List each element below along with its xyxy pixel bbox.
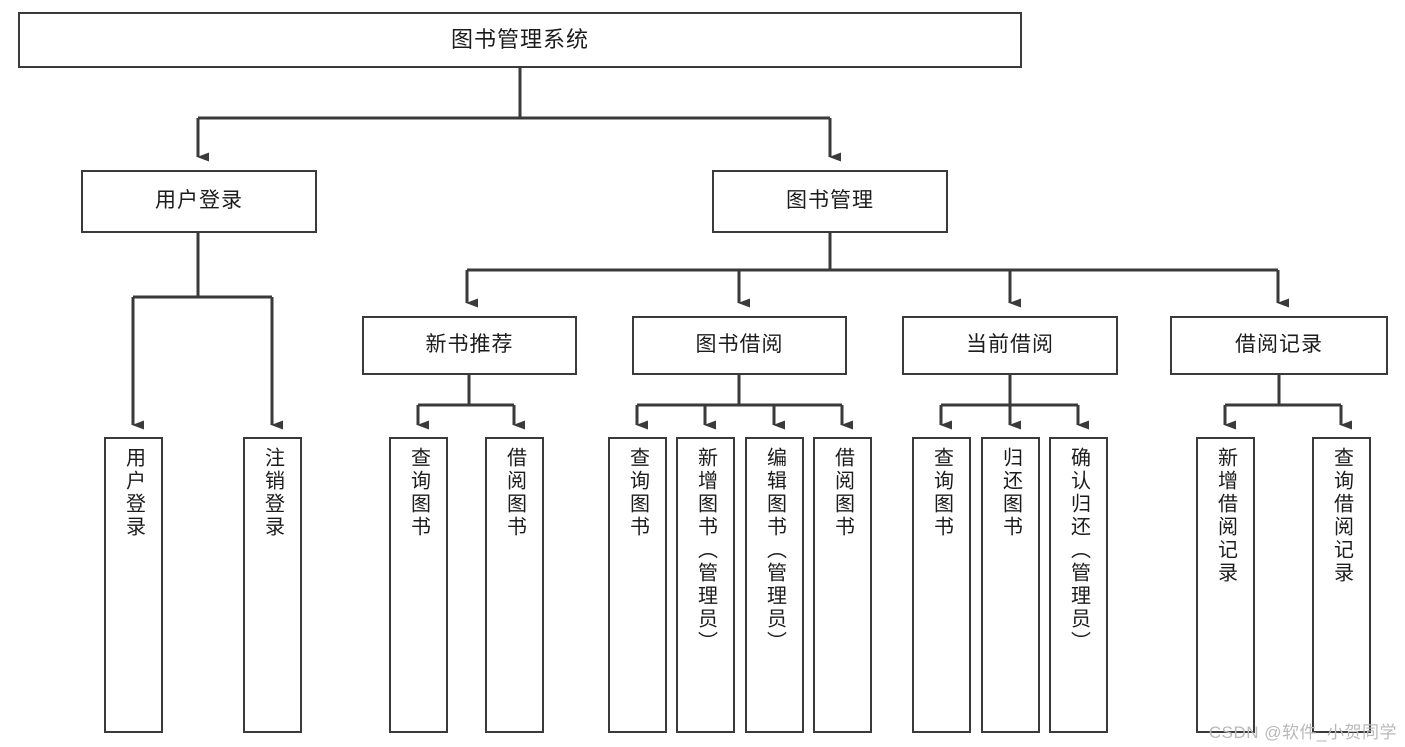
node-label: 新书推荐 (425, 333, 514, 357)
leaf-query-book-3[interactable]: 查询图书 (912, 437, 971, 733)
csdn-watermark: CSDN @软件_小贺同学 (1208, 723, 1397, 742)
leaf-query-record[interactable]: 查询借阅记录 (1312, 437, 1371, 733)
node-current-borrow[interactable]: 当前借阅 (902, 316, 1118, 375)
node-label: 借阅图书 (831, 447, 854, 539)
node-label: 确认归还（管理员） (1067, 447, 1090, 654)
node-root-system[interactable]: 图书管理系统 (18, 12, 1022, 68)
leaf-query-book-1[interactable]: 查询图书 (389, 437, 448, 733)
leaf-add-book[interactable]: 新增图书（管理员） (676, 437, 735, 733)
node-user-login[interactable]: 用户登录 (81, 170, 317, 233)
leaf-edit-book[interactable]: 编辑图书（管理员） (745, 437, 804, 733)
node-label: 图书管理系统 (450, 27, 589, 53)
leaf-borrow-book-1[interactable]: 借阅图书 (485, 437, 544, 733)
node-label: 编辑图书（管理员） (763, 447, 786, 654)
node-label: 用户登录 (155, 189, 243, 213)
leaf-query-book-2[interactable]: 查询图书 (608, 437, 667, 733)
node-book-borrow[interactable]: 图书借阅 (632, 316, 847, 375)
node-label: 查询图书 (407, 447, 430, 539)
node-label: 图书管理 (786, 189, 874, 213)
node-label: 查询借阅记录 (1330, 447, 1353, 585)
leaf-user-login[interactable]: 用户登录 (104, 437, 163, 733)
node-new-book-recommend[interactable]: 新书推荐 (362, 316, 577, 375)
node-book-manage[interactable]: 图书管理 (712, 170, 948, 233)
leaf-return-book[interactable]: 归还图书 (981, 437, 1040, 733)
node-label: 注销登录 (261, 447, 284, 539)
node-label: 借阅图书 (503, 447, 526, 539)
leaf-confirm-return[interactable]: 确认归还（管理员） (1049, 437, 1108, 733)
node-label: 查询图书 (930, 447, 953, 539)
node-label: 新增借阅记录 (1214, 447, 1237, 585)
node-label: 用户登录 (122, 447, 145, 539)
node-label: 当前借阅 (966, 333, 1054, 357)
node-label: 图书借阅 (695, 333, 784, 357)
node-label: 查询图书 (626, 447, 649, 539)
leaf-logout[interactable]: 注销登录 (243, 437, 302, 733)
node-borrow-record[interactable]: 借阅记录 (1170, 316, 1388, 375)
leaf-borrow-book-2[interactable]: 借阅图书 (813, 437, 872, 733)
leaf-add-record[interactable]: 新增借阅记录 (1196, 437, 1255, 733)
node-label: 借阅记录 (1235, 333, 1323, 357)
node-label: 新增图书（管理员） (694, 447, 717, 654)
node-label: 归还图书 (999, 447, 1022, 539)
